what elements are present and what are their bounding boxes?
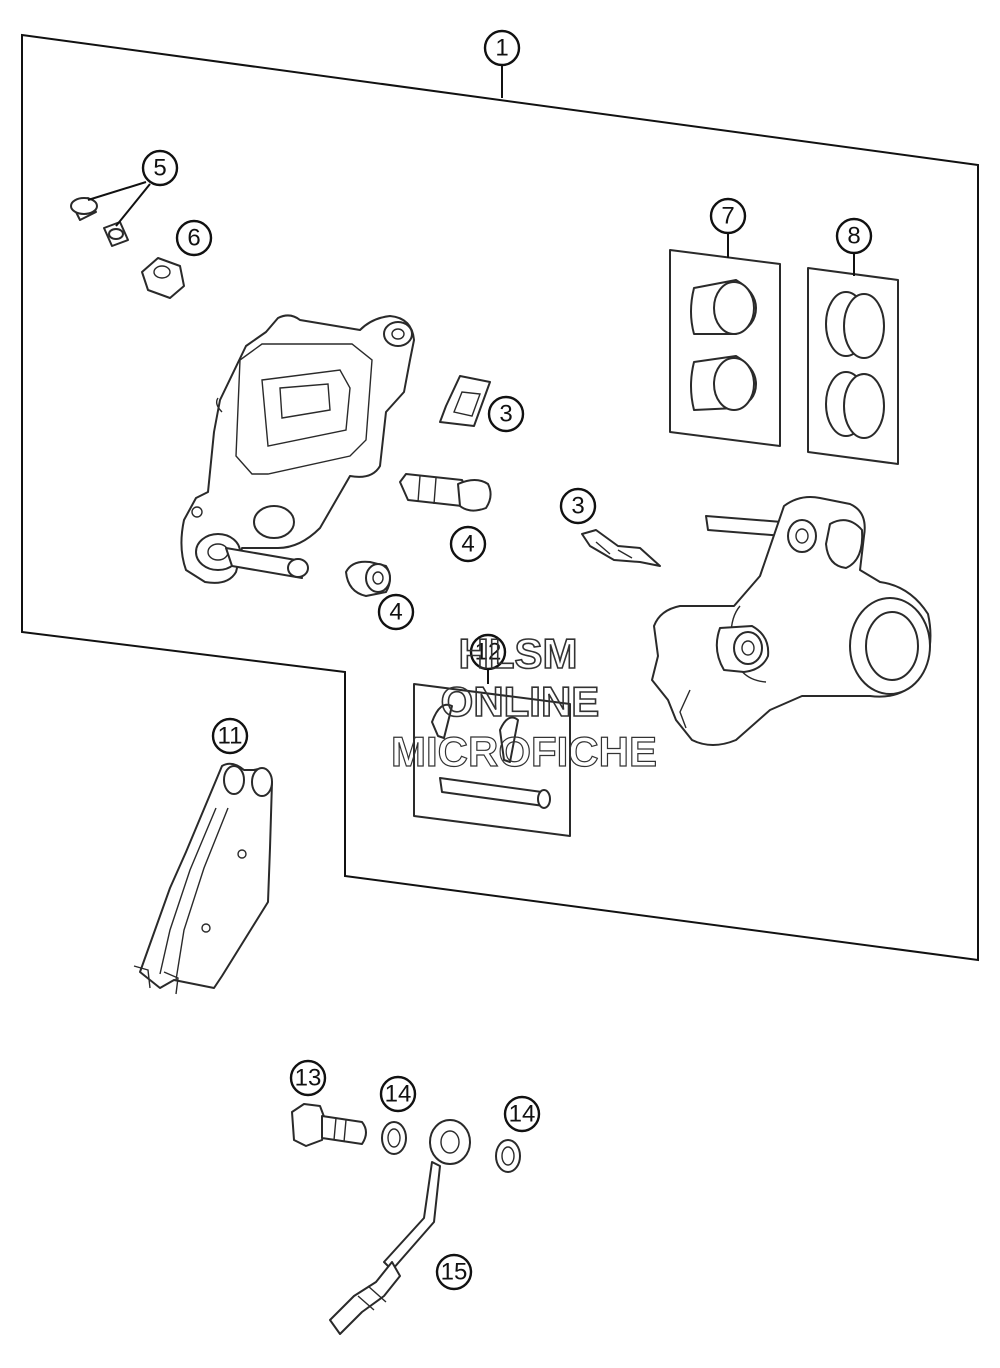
callout-12: 12 — [469, 633, 507, 671]
banjo-bolt-part — [291, 1103, 367, 1147]
sealing-washer-left-part — [381, 1121, 407, 1155]
callout-14-left: 14 — [379, 1075, 417, 1113]
callout-4-boot: 4 — [377, 593, 415, 631]
svg-text:5: 5 — [153, 155, 166, 182]
callout-11: 11 — [211, 717, 249, 755]
svg-text:4: 4 — [389, 599, 402, 626]
callout-5: 5 — [141, 149, 179, 187]
callout-15: 15 — [435, 1253, 473, 1291]
pad-spring-lower-part — [581, 529, 661, 567]
slider-pin-part — [399, 473, 492, 512]
seal-kit-part — [807, 252, 899, 465]
pad-pin-kit-part — [413, 668, 571, 837]
callout-3-lower: 3 — [559, 487, 597, 525]
svg-text:11: 11 — [218, 723, 243, 750]
callout-6: 6 — [175, 219, 213, 257]
caliper-bracket-part — [651, 496, 932, 746]
svg-text:8: 8 — [847, 223, 860, 250]
callout-3-upper: 3 — [487, 395, 525, 433]
svg-text:15: 15 — [441, 1259, 468, 1286]
watermark-line-1: HLSM — [459, 630, 578, 677]
svg-text:4: 4 — [461, 531, 474, 558]
svg-text:6: 6 — [187, 225, 200, 252]
bleed-screw-part — [70, 181, 151, 247]
brake-hose-part — [329, 1119, 471, 1335]
piston-kit-part — [669, 232, 781, 447]
watermark-line-3: MICROFICHE — [391, 728, 657, 775]
caliper-housing-part — [180, 314, 415, 584]
svg-text:7: 7 — [721, 203, 734, 230]
callout-13: 13 — [289, 1059, 327, 1097]
pad-spring-upper-part — [439, 375, 491, 427]
callout-14-right: 14 — [503, 1095, 541, 1133]
svg-text:14: 14 — [509, 1101, 536, 1128]
brake-pad-part — [133, 762, 273, 995]
svg-text:3: 3 — [571, 493, 584, 520]
slider-boot-part — [345, 560, 391, 597]
callout-8: 8 — [835, 217, 873, 255]
svg-text:13: 13 — [295, 1065, 322, 1092]
svg-text:3: 3 — [499, 401, 512, 428]
svg-text:1: 1 — [495, 35, 508, 62]
sealing-washer-right-part — [495, 1139, 521, 1173]
watermark-line-2: ONLINE — [441, 678, 600, 725]
watermark: HLSM ONLINE MICROFICHE — [390, 629, 657, 775]
bleed-cap-part — [141, 257, 185, 299]
svg-text:12: 12 — [475, 639, 502, 666]
callout-1: 1 — [483, 29, 521, 67]
callout-4-pin: 4 — [449, 525, 487, 563]
callout-7: 7 — [709, 197, 747, 235]
svg-text:14: 14 — [385, 1081, 412, 1108]
